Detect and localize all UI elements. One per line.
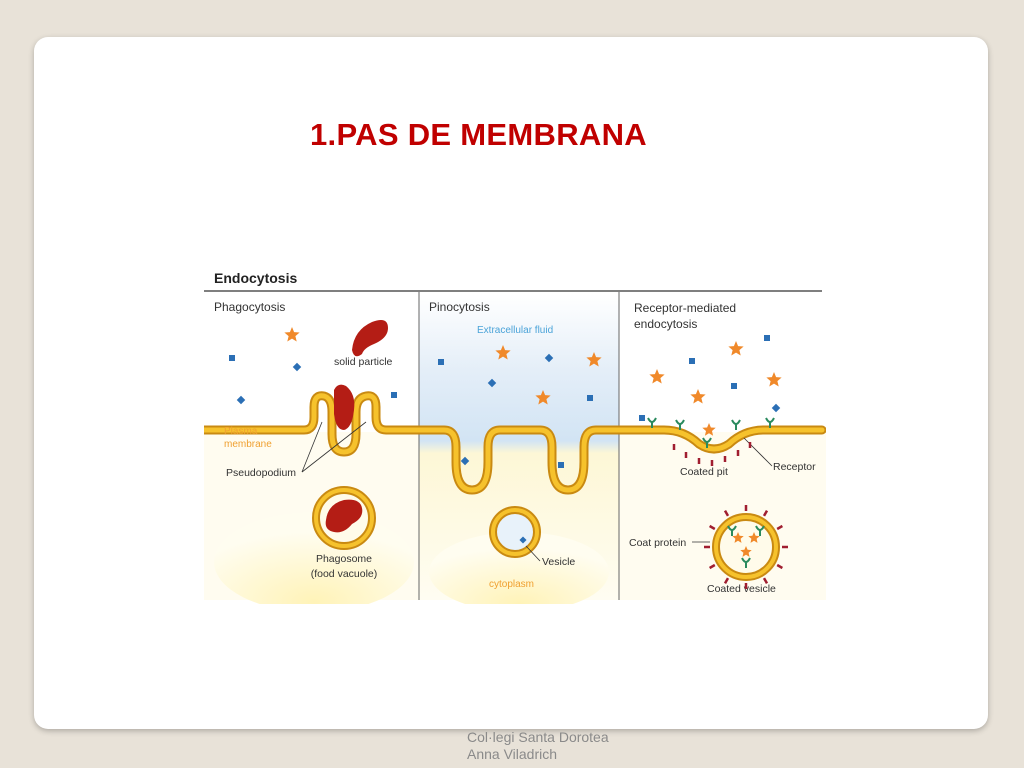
star-molecule: [586, 352, 602, 367]
receptor-protein: [741, 557, 751, 568]
phagosome-particle: [325, 499, 363, 533]
pinocytosis-title: Pinocytosis: [429, 300, 490, 314]
star-molecule: [766, 372, 782, 387]
coat-protein: [723, 510, 730, 517]
square-molecule: [438, 359, 444, 365]
square-molecule: [391, 392, 397, 398]
square-molecule: [487, 378, 497, 388]
star-molecule: [284, 327, 300, 342]
receptor-label: Receptor: [773, 461, 816, 473]
vesicle-label: Vesicle: [542, 556, 575, 568]
plasma-label-line2: membrane: [224, 439, 272, 450]
receptor-protein: [647, 417, 657, 428]
coated-pit-label: Coated pit: [680, 466, 728, 478]
pseudopodium-label: Pseudopodium: [226, 467, 296, 479]
coat-protein: [709, 524, 716, 531]
square-molecule: [544, 353, 554, 363]
star-molecule: [732, 532, 744, 543]
phagosome-label-line1: Phagosome: [316, 553, 372, 565]
receptor-protein: [702, 437, 712, 448]
diagram-heading: Endocytosis: [214, 270, 297, 286]
star-molecule: [690, 389, 706, 404]
solid-particle-label: solid particle: [334, 356, 393, 368]
slide: 1.PAS DE MEMBRANA Endocytosis Phag: [34, 37, 988, 762]
square-molecule: [229, 355, 235, 361]
square-molecule: [292, 362, 302, 372]
plasma-label-line1: Plasma: [224, 426, 258, 437]
solid-particle: [352, 320, 388, 357]
star-molecule: [649, 369, 665, 384]
star-molecule: [728, 341, 744, 356]
slide-footer: Col·legi Santa Dorotea Anna Viladrich: [467, 729, 609, 763]
pinocytosis-vesicle-inner: [491, 508, 539, 556]
phagosome-label-line2: (food vacuole): [311, 568, 378, 580]
receptor-title-line1: Receptor-mediated: [634, 301, 736, 315]
star-molecule: [740, 546, 752, 557]
engulfed-particle: [334, 384, 355, 430]
receptor-title-line2: endocytosis: [634, 317, 697, 331]
star-molecule: [748, 532, 760, 543]
vesicle-pointer: [525, 545, 541, 562]
receptor-protein: [675, 419, 685, 430]
square-molecule: [558, 462, 564, 468]
receptor-protein: [731, 419, 741, 430]
coat-protein: [776, 524, 783, 531]
phagosome-inner: [314, 488, 374, 548]
square-molecule: [587, 395, 593, 401]
cytoplasm-glow-2: [429, 532, 609, 604]
extracellular-label: Extracellular fluid: [477, 325, 553, 336]
star-molecule: [535, 390, 551, 405]
cytoplasm-shade-right: [619, 432, 826, 600]
receptor-pointer: [743, 437, 773, 467]
coat-protein: [762, 577, 769, 584]
square-molecule: [639, 415, 645, 421]
coated-vesicle-label: Coated vesicle: [707, 583, 776, 595]
pseudopodium-pointer-2: [301, 421, 367, 473]
coat-protein: [709, 563, 716, 570]
phagocytosis-title: Phagocytosis: [214, 300, 285, 314]
square-molecule: [519, 536, 527, 544]
receptor-protein: [755, 525, 765, 536]
plasma-membrane-inner: [204, 393, 825, 493]
star-molecule: [702, 423, 716, 436]
coat-protein: [762, 510, 769, 517]
footer-author: Anna Viladrich: [467, 746, 558, 762]
endocytosis-diagram: Endocytosis Phagocytosis Pinocytosis Rec…: [204, 270, 826, 604]
square-molecule: [764, 335, 770, 341]
coat-protein: [723, 577, 730, 584]
receptor-protein: [727, 525, 737, 536]
pseudopodium-pointer-1: [301, 421, 323, 473]
square-molecule: [689, 358, 695, 364]
star-molecule: [495, 345, 511, 360]
footer-school: Col·legi Santa Dorotea: [467, 729, 609, 745]
coat-protein-label: Coat protein: [629, 537, 686, 549]
cytoplasm-label: cytoplasm: [489, 579, 534, 590]
molecule-layer: [229, 327, 788, 589]
coat-protein: [776, 563, 783, 570]
square-molecule: [236, 395, 246, 405]
receptor-protein: [765, 417, 775, 428]
slide-title: 1.PAS DE MEMBRANA: [310, 117, 647, 152]
square-molecule: [460, 456, 470, 466]
square-molecule: [731, 383, 737, 389]
coated-vesicle-inner: [714, 515, 778, 579]
square-molecule: [771, 403, 781, 413]
